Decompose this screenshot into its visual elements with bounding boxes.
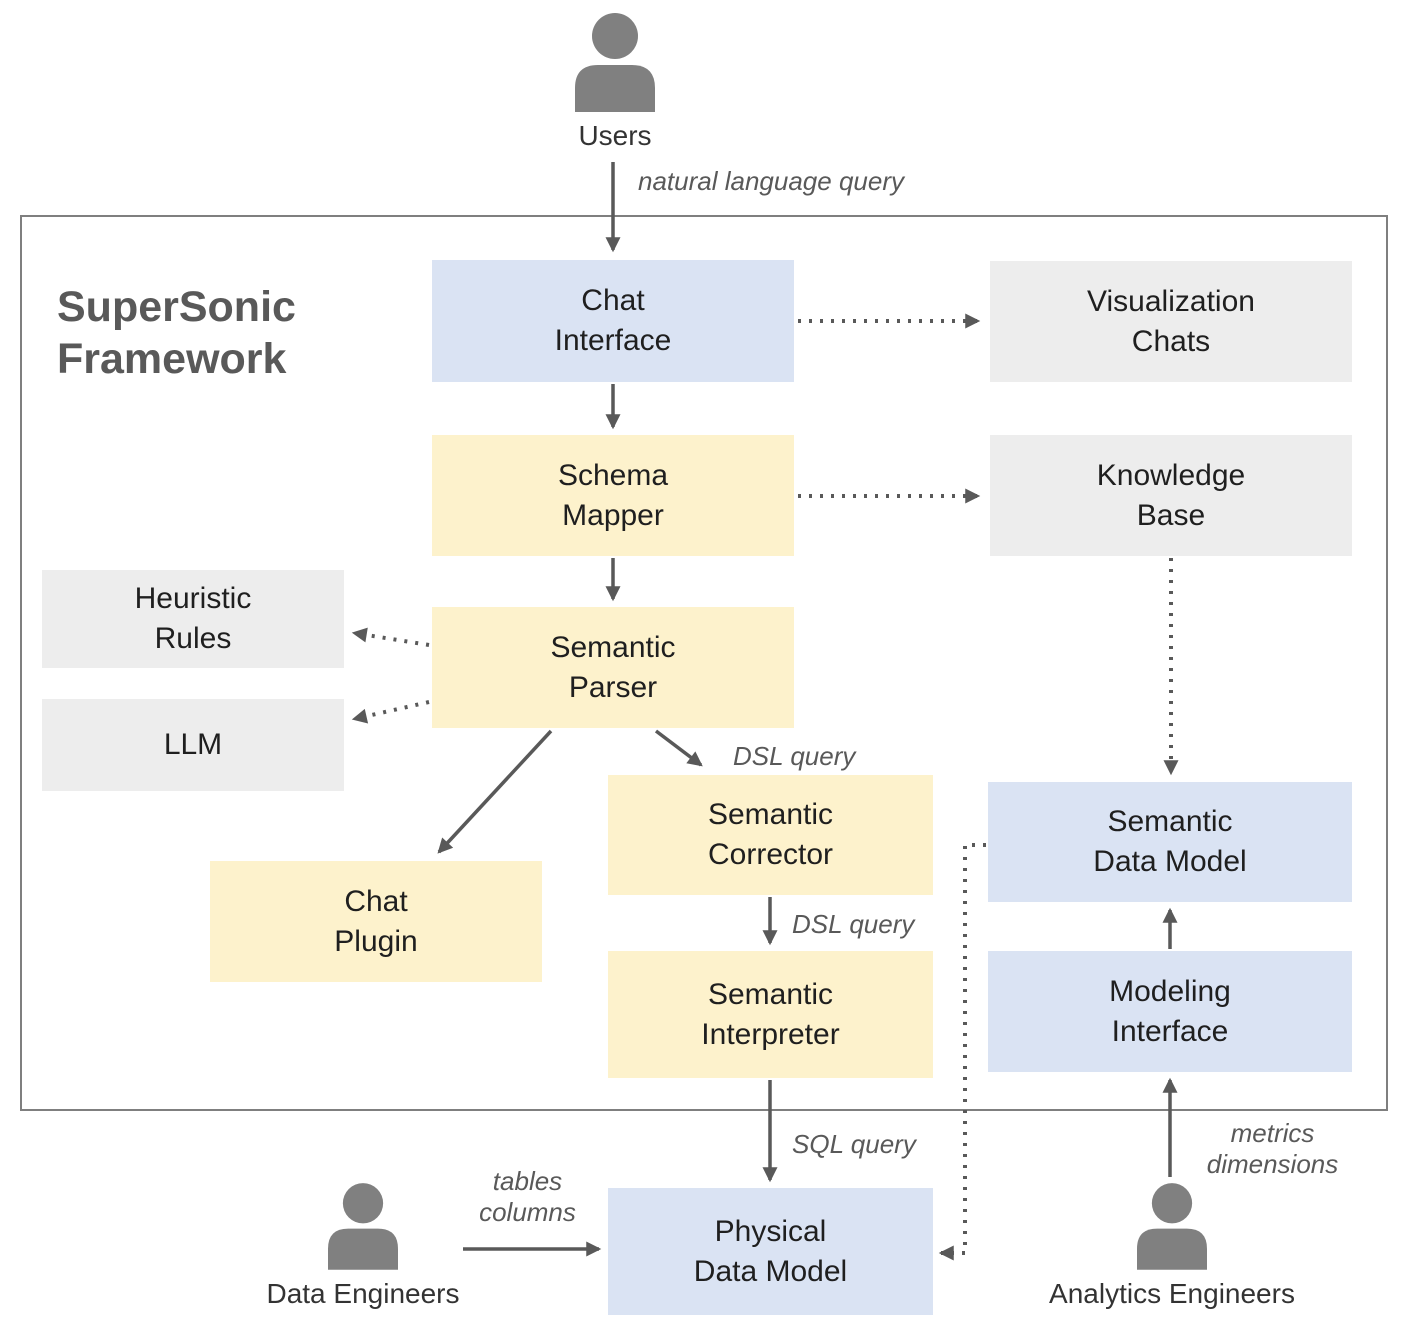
edge-label-sql-query: SQL query: [792, 1129, 916, 1159]
node-chat-interface: Chat Interface: [432, 260, 794, 382]
edge-label-metrics-dimensions: metrics dimensions: [1206, 1118, 1339, 1179]
user-icon: [575, 13, 655, 112]
node-knowledge-base: Knowledge Base: [990, 435, 1352, 556]
node-semantic-data-model: Semantic Data Model: [988, 782, 1352, 902]
node-schema-mapper: Schema Mapper: [432, 435, 794, 556]
edge-label-natural-language-query: natural language query: [638, 166, 904, 196]
edge-label-dsl-query-2: DSL query: [792, 909, 915, 939]
node-semantic-parser: Semantic Parser: [432, 607, 794, 728]
node-heuristic-rules: Heuristic Rules: [42, 570, 344, 668]
data-engineer-icon: [328, 1183, 398, 1270]
edge-label-dsl-query-1: DSL query: [733, 741, 856, 771]
node-physical-data-model: Physical Data Model: [608, 1188, 933, 1315]
framework-title: SuperSonic Framework: [57, 283, 296, 384]
analytics-engineer-icon: [1137, 1183, 1207, 1270]
analytics-engineers-label: Analytics Engineers: [1049, 1278, 1295, 1309]
node-llm: LLM: [42, 699, 344, 791]
supersonic-framework-frame: [20, 215, 1388, 1111]
data-engineers-label: Data Engineers: [266, 1278, 460, 1309]
users-label: Users: [578, 120, 652, 151]
node-modeling-interface: Modeling Interface: [988, 951, 1352, 1072]
actor-analytics-engineers: Analytics Engineers: [1042, 1182, 1302, 1310]
node-visualization-chats: Visualization Chats: [990, 261, 1352, 382]
node-semantic-interpreter: Semantic Interpreter: [608, 951, 933, 1078]
edge-label-tables-columns: tables columns: [479, 1166, 576, 1227]
node-chat-plugin: Chat Plugin: [210, 861, 542, 982]
actor-data-engineers: Data Engineers: [253, 1182, 473, 1310]
node-semantic-corrector: Semantic Corrector: [608, 775, 933, 895]
actor-users: Users: [535, 12, 695, 152]
